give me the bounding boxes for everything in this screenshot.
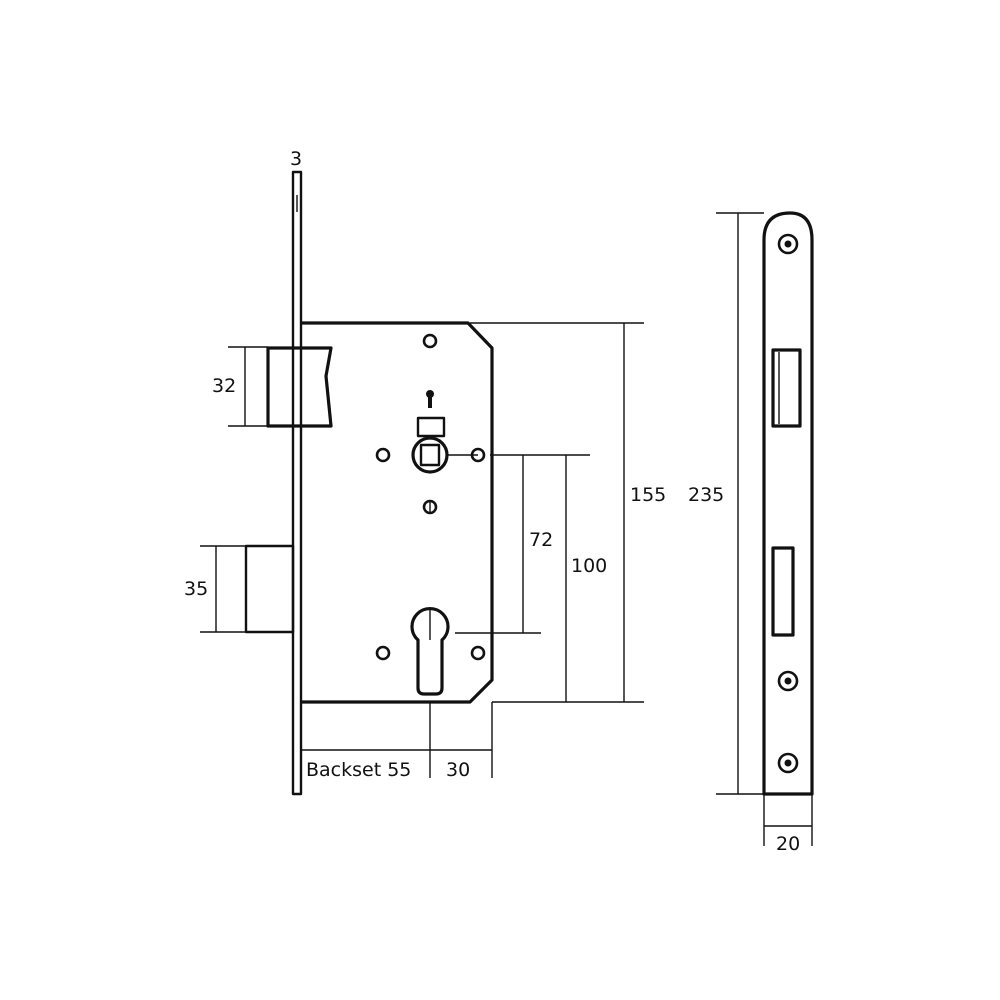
faceplate-front (762, 211, 814, 796)
case-screw-top (422, 333, 438, 349)
dim-follower-to-cylinder: 72 (529, 529, 553, 551)
front-bolt-opening (771, 546, 795, 637)
dead-bolt (244, 544, 295, 634)
dim-faceplate-width: 20 (776, 833, 800, 855)
front-view: 235 20 (688, 211, 814, 855)
dim-case-height: 155 (630, 484, 666, 506)
faceplate-side (291, 170, 303, 796)
dim-faceplate-thickness: 3 (290, 148, 302, 170)
side-view: 3 32 35 72 100 155 Backset 55 30 (184, 148, 666, 796)
case-screw-left-low (375, 645, 391, 661)
follower-spindle (411, 390, 478, 474)
case-screw-left-mid (375, 447, 391, 463)
latch-bolt (266, 346, 333, 428)
dim-latch-height: 32 (212, 375, 236, 397)
case-screw-right-low (470, 645, 486, 661)
dim-backset: Backset 55 (306, 759, 411, 781)
front-latch-opening (771, 348, 802, 428)
dim-backset-extra: 30 (446, 759, 470, 781)
dim-case-100: 100 (571, 555, 607, 577)
dim-bolt-height: 35 (184, 578, 208, 600)
lock-case (301, 321, 494, 704)
euro-cylinder-cutout (410, 607, 450, 696)
dim-faceplate-height: 235 (688, 484, 724, 506)
